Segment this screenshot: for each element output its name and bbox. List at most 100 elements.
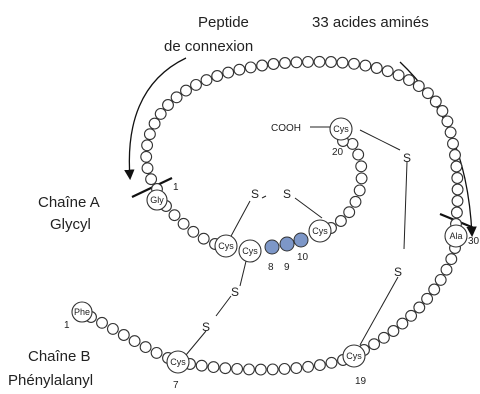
amino-acid-bead bbox=[197, 232, 210, 245]
sulfur-label-5: S bbox=[403, 151, 411, 165]
chain-b-label-line2: Phénylalanyl bbox=[8, 372, 93, 389]
residue-ala: Ala bbox=[444, 224, 468, 248]
amino-acid-bead bbox=[141, 139, 154, 152]
sulfur-label-2: S bbox=[283, 187, 291, 201]
svg-text:Ala: Ala bbox=[449, 231, 462, 241]
arrow-left bbox=[124, 57, 187, 181]
amino-acid-bead bbox=[256, 59, 269, 72]
amino-acid-bead bbox=[429, 95, 442, 108]
amino-acid-bead bbox=[170, 91, 183, 104]
residue-10 bbox=[293, 232, 309, 248]
amino-acid-bead bbox=[190, 78, 202, 91]
svg-text:Cys: Cys bbox=[346, 351, 362, 361]
amino-acid-bead bbox=[195, 359, 208, 372]
amino-acid-bead bbox=[278, 362, 291, 375]
residue-cys-b7: Cys bbox=[166, 350, 190, 374]
amino-acid-bead bbox=[445, 253, 458, 266]
amino-acid-bead bbox=[444, 126, 457, 139]
svg-text:Cys: Cys bbox=[170, 357, 186, 367]
residue-gly: Gly bbox=[146, 189, 168, 211]
amino-acid-bead bbox=[387, 325, 400, 337]
amino-acid-bead bbox=[106, 322, 119, 335]
amino-acid-bead bbox=[396, 317, 409, 330]
svg-text:Cys: Cys bbox=[312, 226, 328, 236]
amino-acid-bead bbox=[128, 335, 141, 348]
amino-acid-bead bbox=[348, 57, 360, 70]
amino-acid-bead bbox=[436, 105, 449, 117]
amino-acid-bead bbox=[370, 62, 383, 74]
amino-acid-bead bbox=[302, 360, 315, 373]
amino-acid-bead bbox=[244, 61, 257, 74]
residue-phe: Phe bbox=[71, 301, 93, 323]
amino-acid-bead bbox=[421, 292, 434, 305]
amino-acid-bead bbox=[222, 66, 235, 79]
amino-acid-bead bbox=[368, 338, 381, 351]
amino-acid-bead bbox=[233, 63, 246, 76]
amino-acid-bead bbox=[313, 55, 326, 68]
residue-9 bbox=[279, 236, 295, 252]
amino-acid-bead bbox=[377, 331, 390, 344]
svg-text:Phe: Phe bbox=[74, 307, 90, 317]
amino-acid-bead bbox=[343, 206, 356, 219]
amino-acid-bead bbox=[381, 65, 394, 78]
amino-acid-bead bbox=[325, 356, 338, 369]
amino-acid-bead bbox=[403, 74, 415, 87]
residue-8-number: 8 bbox=[268, 262, 274, 273]
amino-acid-bead bbox=[143, 128, 156, 141]
sulfur-label-6: S bbox=[394, 265, 402, 279]
residue-9-number: 9 bbox=[284, 262, 290, 273]
peptide-label-line1: Peptide bbox=[198, 14, 249, 31]
amino-acid-bead bbox=[180, 84, 192, 97]
disulfide-bonds bbox=[185, 129, 408, 356]
amino-acid-bead bbox=[211, 70, 224, 82]
peptide-label-line2: de connexion bbox=[164, 38, 253, 55]
amino-acid-bead bbox=[145, 173, 158, 186]
amino-acid-bead bbox=[302, 55, 314, 68]
cys-b19-number: 19 bbox=[355, 376, 367, 387]
amino-acid-bead bbox=[352, 148, 365, 161]
amino-acid-bead bbox=[450, 206, 463, 219]
residue-cys-b19: Cys bbox=[342, 344, 366, 368]
amino-acid-bead bbox=[440, 263, 453, 276]
amino-acid-bead bbox=[254, 363, 267, 376]
residue-8 bbox=[264, 239, 280, 255]
amino-acid-bead bbox=[451, 183, 464, 196]
amino-acid-bead bbox=[450, 160, 463, 173]
amino-acid-bead bbox=[451, 195, 464, 207]
amino-acid-bead bbox=[96, 316, 108, 329]
amino-acid-bead bbox=[290, 362, 303, 375]
sulfur-label-3: S bbox=[231, 285, 239, 299]
amino-acid-bead bbox=[117, 329, 130, 341]
amino-acid-bead bbox=[392, 69, 405, 82]
acids-count-label: 33 acides aminés bbox=[312, 14, 429, 31]
amino-acid-bead bbox=[334, 215, 347, 227]
amino-acid-bead bbox=[162, 99, 174, 111]
amino-acid-bead bbox=[313, 359, 326, 372]
amino-acid-bead bbox=[434, 273, 447, 286]
svg-text:Cys: Cys bbox=[333, 124, 349, 134]
chain-a-label-line1: Chaîne A bbox=[38, 194, 100, 211]
cys-a-end-number: 20 bbox=[332, 147, 344, 158]
amino-acid-bead bbox=[267, 58, 280, 70]
svg-text:Cys: Cys bbox=[218, 241, 234, 251]
amino-acid-bead bbox=[355, 160, 368, 173]
amino-acid-bead bbox=[150, 346, 163, 359]
amino-acid-bead bbox=[219, 362, 232, 375]
amino-acid-bead bbox=[349, 195, 362, 208]
amino-acid-bead bbox=[187, 225, 200, 238]
amino-acid-bead bbox=[447, 137, 459, 150]
amino-acid-bead bbox=[412, 80, 425, 93]
residue-cys-a-end: Cys bbox=[329, 117, 353, 141]
amino-acid-bead bbox=[353, 184, 366, 197]
amino-acid-bead bbox=[421, 87, 434, 100]
residue-cys-a11: Cys bbox=[308, 219, 332, 243]
svg-text:Gly: Gly bbox=[150, 195, 164, 205]
amino-acid-bead bbox=[325, 56, 337, 68]
amino-acid-bead bbox=[405, 309, 418, 322]
phe-number: 1 bbox=[64, 320, 70, 331]
amino-acid-bead bbox=[139, 341, 152, 354]
amino-acid-bead bbox=[177, 217, 190, 230]
amino-acid-bead bbox=[355, 172, 368, 185]
amino-acid-bead bbox=[359, 59, 372, 72]
